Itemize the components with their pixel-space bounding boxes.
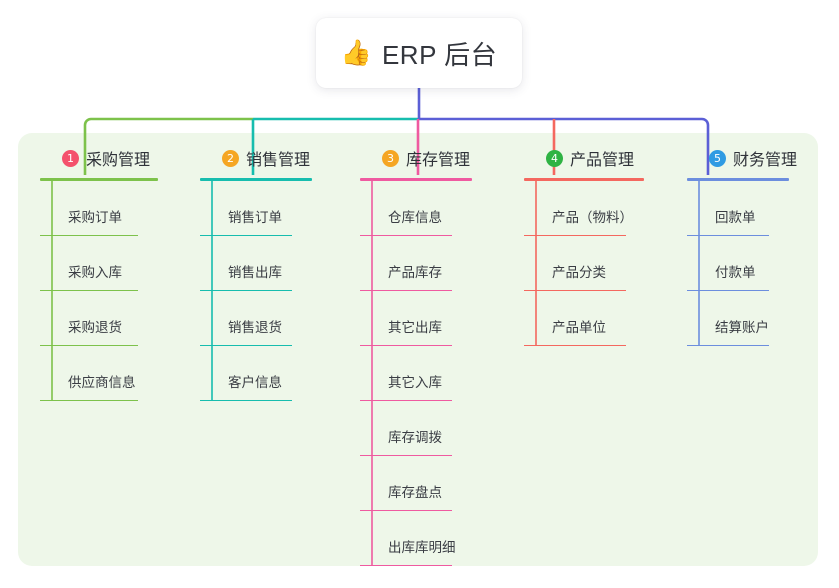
- branch-leaf[interactable]: 采购入库: [40, 236, 138, 291]
- branch-number-badge: 1: [62, 149, 79, 167]
- branch-leaf[interactable]: 回款单: [687, 181, 769, 236]
- branch-leaf[interactable]: 产品单位: [524, 291, 626, 346]
- branch-leaf-label: 销售订单: [228, 210, 282, 225]
- branch-column-2: 2 销售管理销售订单销售出库销售退货客户信息: [200, 146, 312, 401]
- branch-leaf[interactable]: 付款单: [687, 236, 769, 291]
- branch-leaf[interactable]: 采购退货: [40, 291, 138, 346]
- branch-leaf-label: 仓库信息: [388, 210, 442, 225]
- branch-leaf-label: 采购入库: [68, 265, 122, 280]
- branch-header-4[interactable]: 4 产品管理: [524, 146, 644, 170]
- branch-leaf-label: 回款单: [715, 210, 756, 225]
- branch-leaf-label: 其它入库: [388, 375, 442, 390]
- branch-leaf[interactable]: 客户信息: [200, 346, 292, 401]
- branch-header-5[interactable]: 5 财务管理: [687, 146, 797, 170]
- branch-leaf-label: 付款单: [715, 265, 756, 280]
- branch-leaf-label: 产品单位: [552, 320, 606, 335]
- branch-leaf-label: 产品（物料）: [552, 210, 633, 225]
- branches-panel: [18, 133, 818, 566]
- branch-title: 产品管理: [570, 152, 635, 169]
- branch-title: 销售管理: [246, 152, 311, 169]
- branch-leaf[interactable]: 仓库信息: [360, 181, 452, 236]
- root-title: ERP 后台: [381, 39, 498, 70]
- branch-header-rule: [200, 178, 312, 181]
- branch-leaf-label: 采购退货: [68, 320, 122, 335]
- branch-number-badge: 3: [382, 149, 399, 167]
- branch-leaf[interactable]: 供应商信息: [40, 346, 138, 401]
- branch-header-rule: [40, 178, 158, 181]
- branch-title: 采购管理: [86, 152, 151, 169]
- branch-leaf-label: 销售出库: [228, 265, 282, 280]
- branch-leaf-label: 结算账户: [715, 320, 769, 335]
- branch-leaf-label: 供应商信息: [68, 375, 136, 390]
- branch-header-1[interactable]: 1 采购管理: [40, 146, 158, 170]
- branch-leaf[interactable]: 出库库明细: [360, 511, 456, 566]
- branch-leaf-label: 客户信息: [228, 375, 282, 390]
- branch-leaf-label: 产品分类: [552, 265, 606, 280]
- root-node-content: 👍 ERP 后台: [341, 35, 497, 72]
- branch-number-badge: 4: [546, 149, 563, 167]
- branch-header-3[interactable]: 3 库存管理: [360, 146, 472, 170]
- branch-leaf-label: 库存调拨: [388, 430, 442, 445]
- branch-leaf[interactable]: 其它入库: [360, 346, 452, 401]
- branch-leaf[interactable]: 销售出库: [200, 236, 292, 291]
- branch-leaf-label: 其它出库: [388, 320, 442, 335]
- branch-column-3: 3 库存管理仓库信息产品库存其它出库其它入库库存调拨库存盘点出库库明细: [360, 146, 472, 566]
- branch-header-2[interactable]: 2 销售管理: [200, 146, 312, 170]
- branch-leaf[interactable]: 其它出库: [360, 291, 452, 346]
- branch-leaf[interactable]: 库存盘点: [360, 456, 452, 511]
- branch-header-rule: [360, 178, 472, 181]
- branch-leaf-label: 销售退货: [228, 320, 282, 335]
- branch-title: 库存管理: [406, 152, 471, 169]
- branch-number-badge: 5: [709, 149, 726, 167]
- branch-column-1: 1 采购管理采购订单采购入库采购退货供应商信息: [40, 146, 158, 401]
- branch-header-rule: [687, 178, 789, 181]
- branch-header-rule: [524, 178, 644, 181]
- branch-leaf[interactable]: 库存调拨: [360, 401, 452, 456]
- branch-leaf[interactable]: 产品分类: [524, 236, 626, 291]
- branch-leaf-label: 采购订单: [68, 210, 122, 225]
- branch-leaf[interactable]: 销售订单: [200, 181, 292, 236]
- branch-leaf-label: 产品库存: [388, 265, 442, 280]
- branch-column-5: 5 财务管理回款单付款单结算账户: [687, 146, 797, 346]
- branch-leaf[interactable]: 采购订单: [40, 181, 138, 236]
- branch-leaf[interactable]: 销售退货: [200, 291, 292, 346]
- branch-leaf[interactable]: 产品（物料）: [524, 181, 633, 236]
- thumbs-up-icon: 👍: [340, 38, 372, 67]
- branch-leaf[interactable]: 产品库存: [360, 236, 452, 291]
- branch-leaf[interactable]: 结算账户: [687, 291, 769, 346]
- branch-leaf-label: 出库库明细: [388, 540, 456, 555]
- branch-number-badge: 2: [222, 149, 239, 167]
- branch-column-4: 4 产品管理产品（物料） 产品分类产品单位: [524, 146, 644, 346]
- root-node[interactable]: 👍 ERP 后台: [316, 18, 522, 88]
- branch-leaf-label: 库存盘点: [388, 485, 442, 500]
- branch-title: 财务管理: [733, 152, 798, 169]
